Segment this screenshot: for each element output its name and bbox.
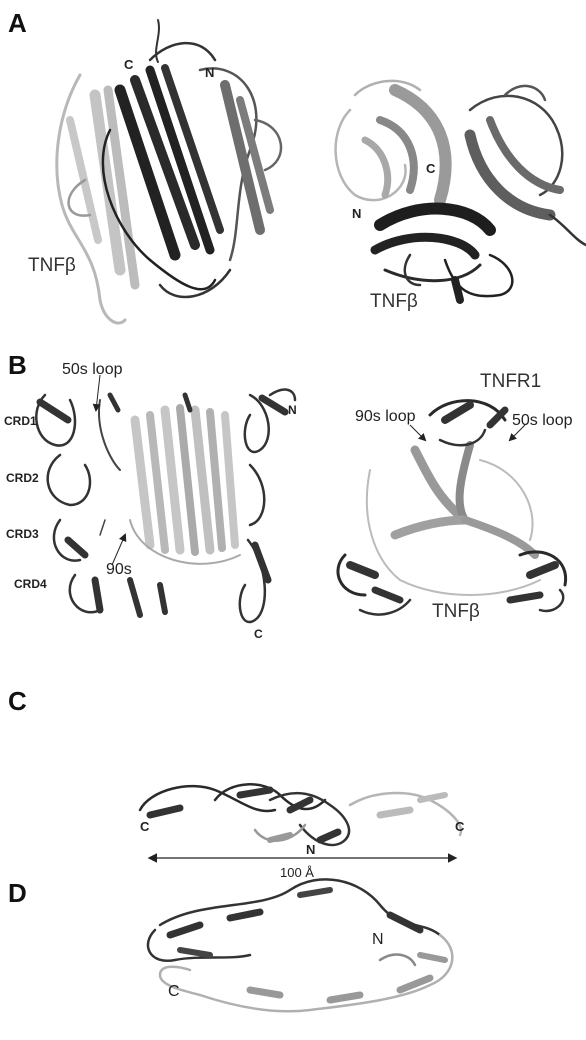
panel-a-right-c-label: C	[426, 162, 435, 175]
panel-b-crd1-label: CRD1	[4, 415, 37, 427]
panel-c-right-c-label: C	[455, 820, 464, 833]
panel-d-c-label: C	[168, 984, 180, 1000]
panel-b-letter: B	[8, 352, 27, 378]
panel-c-structure	[140, 784, 461, 845]
panel-d-structure	[148, 879, 452, 1011]
panel-b-tnfr1-label: TNFR1	[480, 372, 541, 391]
panel-a-letter: A	[8, 10, 27, 36]
panel-b-90s-loop-label-right: 90s loop	[355, 409, 416, 425]
panel-a-left-structure	[57, 20, 281, 323]
panel-b-crd3-label: CRD3	[6, 528, 39, 540]
arrow-90s-loop-right	[410, 425, 425, 440]
panel-a-left-n-label: N	[205, 66, 214, 79]
panel-b-tnf-label: TNFβ	[432, 602, 480, 621]
panel-b-50s-loop-label-right: 50s loop	[512, 413, 573, 429]
panel-b-crd2-label: CRD2	[6, 472, 39, 484]
panel-c-n-label: N	[306, 843, 315, 856]
panel-b-50s-loop-label-left: 50s loop	[62, 362, 123, 378]
panel-d-letter: D	[8, 880, 27, 906]
panel-a-left-c-label: C	[124, 58, 133, 71]
panel-c-letter: C	[8, 688, 27, 714]
panel-a-left-tnf-label: TNFβ	[28, 256, 76, 275]
panel-b-left-structure	[36, 390, 295, 622]
panel-b-crd4-label: CRD4	[14, 578, 47, 590]
panel-a-right-tnf-label: TNFβ	[370, 292, 418, 311]
panel-b-n-label: N	[288, 404, 297, 416]
panel-b-90s-label-left: 90s	[106, 562, 132, 578]
panel-d-n-label: N	[372, 932, 384, 948]
panel-b-c-label: C	[254, 628, 263, 640]
panel-c-left-c-label: C	[140, 820, 149, 833]
panel-a-right-n-label: N	[352, 207, 361, 220]
panel-b-right-structure	[338, 401, 566, 615]
panel-a-right-structure	[336, 81, 586, 300]
panel-c-scale-label: 100 Å	[280, 866, 314, 879]
